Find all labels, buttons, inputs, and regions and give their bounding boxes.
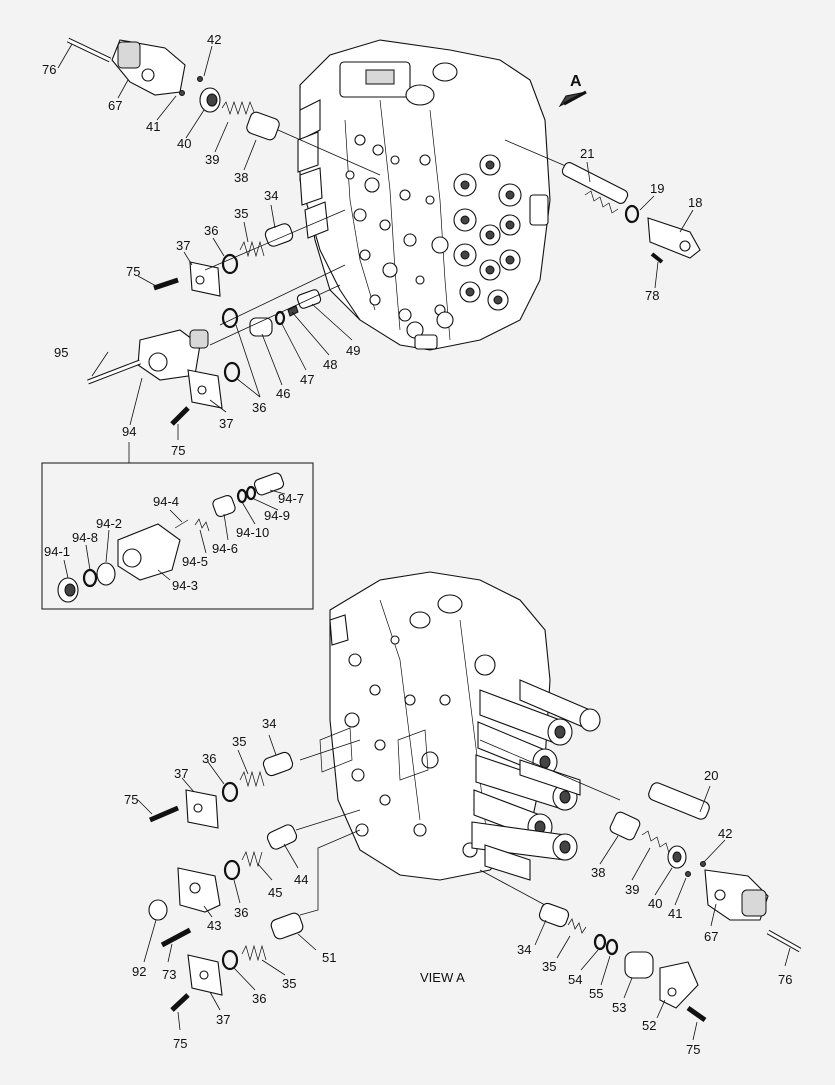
label-94-2: 94-2: [96, 516, 122, 531]
callout-leaders: [57, 43, 791, 1041]
label-75: 75: [124, 792, 138, 807]
label-19: 19: [650, 181, 664, 196]
label-76: 76: [778, 972, 792, 987]
label-94-10: 94-10: [236, 525, 269, 540]
label-46: 46: [276, 386, 290, 401]
label-35: 35: [232, 734, 246, 749]
view-label: VIEW A: [420, 970, 465, 985]
label-41: 41: [668, 906, 682, 921]
label-36: 36: [252, 991, 266, 1006]
label-21: 21: [580, 146, 594, 161]
label-38: 38: [234, 170, 248, 185]
label-35: 35: [282, 976, 296, 991]
label-94-5: 94-5: [182, 554, 208, 569]
label-95: 95: [54, 345, 68, 360]
label-94: 94: [122, 424, 136, 439]
label-92: 92: [132, 964, 146, 979]
label-39: 39: [625, 882, 639, 897]
label-37: 37: [219, 416, 233, 431]
label-53: 53: [612, 1000, 626, 1015]
label-35: 35: [542, 959, 556, 974]
label-49: 49: [346, 343, 360, 358]
label-43: 43: [207, 918, 221, 933]
label-34: 34: [517, 942, 531, 957]
lower-right-parts: [479, 739, 802, 1023]
label-36: 36: [202, 751, 216, 766]
label-94-4: 94-4: [153, 494, 179, 509]
label-51: 51: [322, 950, 336, 965]
label-67: 67: [108, 98, 122, 113]
label-45: 45: [268, 885, 282, 900]
label-37: 37: [176, 238, 190, 253]
label-75: 75: [126, 264, 140, 279]
label-41: 41: [146, 119, 160, 134]
label-67: 67: [704, 929, 718, 944]
upper-valve-body: [297, 39, 551, 351]
label-36: 36: [204, 223, 218, 238]
upper-port-holes: [345, 134, 446, 339]
label-52: 52: [642, 1018, 656, 1033]
label-54: 54: [568, 972, 582, 987]
label-42: 42: [718, 826, 732, 841]
lower-left-parts: [148, 739, 361, 1012]
upper-left-parts: [66, 37, 381, 426]
lower-valve-body: [319, 571, 601, 881]
part-number-labels: 76 42 67 41 40 39 38 34 35 36 37 75 95 9…: [42, 32, 792, 1057]
label-94-1: 94-1: [44, 544, 70, 559]
label-94-8: 94-8: [72, 530, 98, 545]
label-40: 40: [177, 136, 191, 151]
label-78: 78: [645, 288, 659, 303]
label-34: 34: [264, 188, 278, 203]
upper-right-parts: [504, 139, 701, 264]
label-38: 38: [591, 865, 605, 880]
label-36: 36: [234, 905, 248, 920]
detail-box-94: [41, 442, 314, 610]
label-75: 75: [686, 1042, 700, 1057]
label-75: 75: [173, 1036, 187, 1051]
lower-port-holes: [344, 635, 496, 858]
label-18: 18: [688, 195, 702, 210]
label-40: 40: [648, 896, 662, 911]
label-94-6: 94-6: [212, 541, 238, 556]
label-36: 36: [252, 400, 266, 415]
label-39: 39: [205, 152, 219, 167]
view-direction-arrow: A: [558, 73, 587, 108]
label-55: 55: [589, 986, 603, 1001]
label-94-3: 94-3: [172, 578, 198, 593]
label-73: 73: [162, 967, 176, 982]
arrow-label: A: [570, 73, 582, 90]
label-44: 44: [294, 872, 308, 887]
label-94-9: 94-9: [264, 508, 290, 523]
label-75: 75: [171, 443, 185, 458]
label-42: 42: [207, 32, 221, 47]
label-94-7: 94-7: [278, 491, 304, 506]
label-37: 37: [216, 1012, 230, 1027]
upper-spool-caps: [431, 154, 522, 329]
lower-spool-cylinders: [471, 679, 601, 861]
label-34: 34: [262, 716, 276, 731]
label-35: 35: [234, 206, 248, 221]
label-48: 48: [323, 357, 337, 372]
label-37: 37: [174, 766, 188, 781]
label-76: 76: [42, 62, 56, 77]
label-47: 47: [300, 372, 314, 387]
label-20: 20: [704, 768, 718, 783]
